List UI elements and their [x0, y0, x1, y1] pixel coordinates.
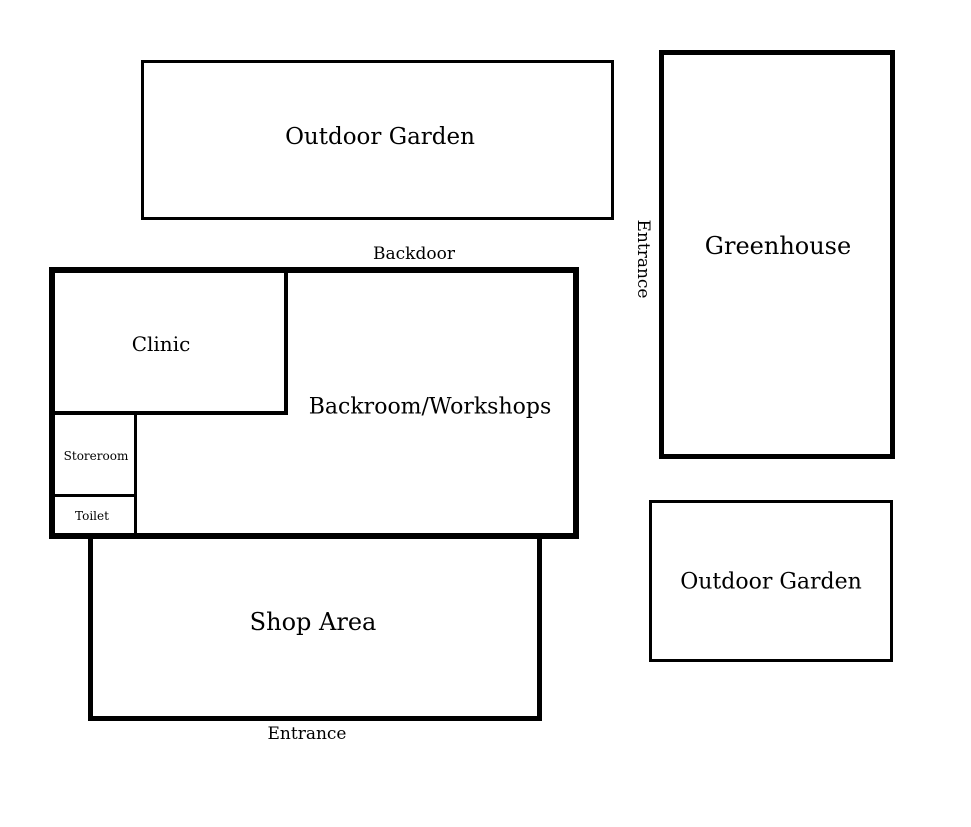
toilet-wall-horizontal [52, 494, 136, 497]
shop-entrance-label: Entrance [267, 724, 347, 744]
shop-area [88, 533, 542, 721]
backroom-label: Backroom/Workshops [308, 394, 552, 420]
outdoor-garden-bottom [649, 500, 893, 662]
outdoor-garden-bottom-label: Outdoor Garden [680, 569, 862, 595]
clinic-label: Clinic [131, 332, 191, 356]
toilet-label: Toilet [75, 509, 109, 523]
storeroom-label: Storeroom [63, 449, 129, 463]
backdoor-label: Backdoor [373, 244, 455, 264]
clinic-wall-horizontal [52, 411, 288, 415]
greenhouse-label: Greenhouse [704, 232, 852, 260]
clinic-wall-vertical [284, 270, 288, 415]
outdoor-garden-top-label: Outdoor Garden [285, 124, 475, 150]
greenhouse-entrance-label: Entrance [633, 219, 653, 299]
outdoor-garden-top [141, 60, 614, 220]
greenhouse [659, 50, 895, 459]
shop-area-label: Shop Area [249, 608, 377, 636]
storeroom-wall-vertical [134, 413, 137, 535]
